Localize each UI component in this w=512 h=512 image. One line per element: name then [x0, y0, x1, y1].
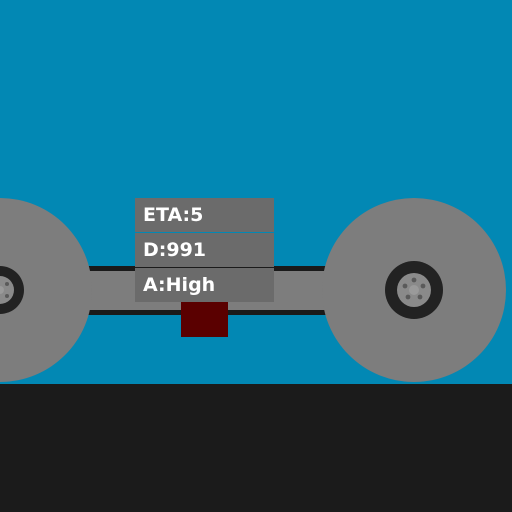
hud-eta: ETA:5: [135, 198, 274, 232]
cargo-block: [181, 302, 228, 337]
ground: [0, 384, 512, 512]
hud-panel: ETA:5 D:991 A:High: [135, 198, 274, 302]
hud-distance: D:991: [135, 233, 274, 267]
left-wheel-icon: [0, 198, 92, 382]
right-wheel-icon: [322, 198, 506, 382]
hud-altitude: A:High: [135, 268, 274, 302]
